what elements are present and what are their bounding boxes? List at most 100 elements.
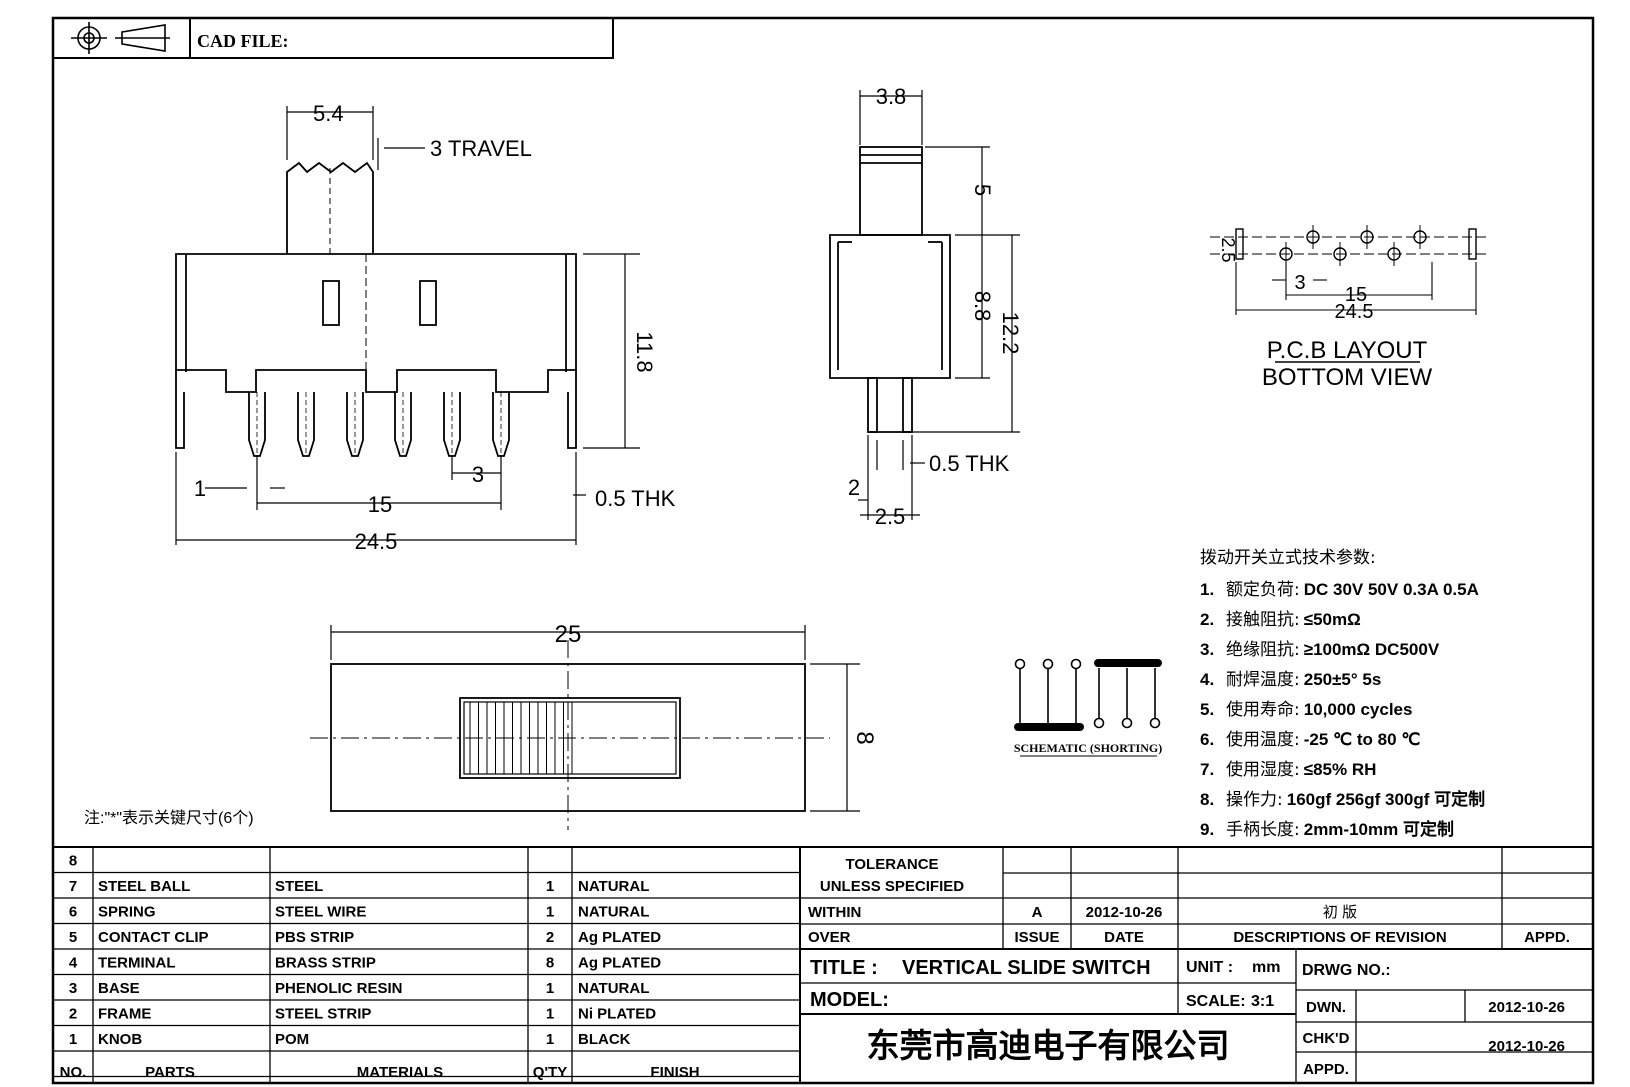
- bom-no: 7: [69, 878, 77, 895]
- terminal-pin: [394, 392, 412, 457]
- bom-header-parts: PARTS: [145, 1064, 195, 1081]
- spec-key: 接触阻抗:: [1226, 610, 1300, 630]
- spec-value: ≤50mΩ: [1303, 610, 1361, 629]
- svg-text:3.8: 3.8: [876, 84, 907, 109]
- spec-value: ≤85% RH: [1303, 760, 1377, 779]
- specs-heading: 拨动开关立式技术参数:: [1200, 548, 1376, 568]
- company-name: 东莞市高迪电子有限公司: [867, 1027, 1230, 1064]
- bom-no: 3: [69, 980, 77, 997]
- top-view: [310, 625, 860, 830]
- svg-text:15: 15: [1345, 284, 1367, 306]
- bom-part: KNOB: [98, 1031, 142, 1048]
- drwg-label: DRWG NO.:: [1302, 962, 1391, 979]
- svg-text:2.5: 2.5: [875, 504, 906, 529]
- spec-item: 3.绝缘阻抗:≥100mΩ DC500V: [1200, 635, 1600, 665]
- spec-item: 9. 手柄长度:2mm-10mm 可定制: [1200, 815, 1600, 845]
- pcb-layout-subtitle: BOTTOM VIEW: [1262, 364, 1433, 391]
- svg-text:2: 2: [848, 475, 860, 500]
- cad-file-label: CAD FILE:: [197, 31, 289, 51]
- schematic-label: SCHEMATIC (SHORTING): [1014, 741, 1162, 755]
- bom-header-qty: Q'TY: [533, 1064, 567, 1081]
- unless-label: UNLESS SPECIFIED: [820, 878, 964, 895]
- bom-qty: 1: [546, 1031, 554, 1048]
- within-label: WITHIN: [808, 904, 861, 921]
- bom-material: PHENOLIC RESIN: [275, 980, 403, 997]
- svg-text:3: 3: [472, 462, 484, 487]
- bom-qty: 1: [546, 878, 554, 895]
- bom-no: 4: [69, 955, 78, 972]
- unit-value: mm: [1252, 959, 1280, 976]
- bom-no: 1: [69, 1031, 77, 1048]
- spec-number: 5.: [1200, 700, 1215, 719]
- bom-part: SPRING: [98, 904, 156, 921]
- bom-no: 8: [69, 853, 77, 870]
- svg-text:5: 5: [970, 184, 995, 196]
- spec-key: 使用寿命:: [1226, 700, 1300, 720]
- spec-item: 5. 使用寿命:10,000 cycles: [1200, 695, 1600, 725]
- bom-finish: NATURAL: [578, 980, 649, 997]
- title-block: [799, 846, 1593, 1083]
- appd2-label: APPD.: [1303, 1061, 1349, 1078]
- spec-key: 手柄长度:: [1226, 820, 1300, 840]
- terminal-pin: [346, 392, 364, 457]
- desc-label: DESCRIPTIONS OF REVISION: [1233, 929, 1446, 946]
- side-dimension-labels: 3.8 5 8.8 12.2 2 0.5 THK 2.5: [848, 84, 1023, 529]
- issue-label: ISSUE: [1014, 929, 1059, 946]
- spec-number: 9.: [1200, 820, 1215, 839]
- spec-value: -25 ℃ to 80 ℃: [1303, 730, 1421, 749]
- bom-no: 2: [69, 1006, 77, 1023]
- bom-qty: 8: [546, 955, 554, 972]
- bom-material: PBS STRIP: [275, 929, 354, 946]
- spec-item: 2.接触阻抗:≤50mΩ: [1200, 605, 1600, 635]
- bom-header-materials: MATERIALS: [357, 1064, 443, 1081]
- svg-text:11.8: 11.8: [632, 331, 657, 372]
- bom-material: STEEL: [275, 878, 323, 895]
- spec-key: 操作力:: [1226, 790, 1283, 810]
- spec-item: 6. 使用温度:-25 ℃ to 80 ℃: [1200, 725, 1600, 755]
- top-dimension-labels: 25 8: [555, 621, 878, 745]
- bom-table: [53, 846, 800, 1083]
- bom-no: 6: [69, 904, 77, 921]
- pcb-layout-title: P.C.B LAYOUT: [1267, 337, 1428, 364]
- over-label: OVER: [808, 929, 851, 946]
- svg-text:24.5: 24.5: [1335, 301, 1374, 323]
- bom-qty: 1: [546, 1006, 554, 1023]
- spec-number: 3.: [1200, 640, 1215, 659]
- pcb-layout: [1210, 225, 1490, 363]
- cad-file-box: CAD FILE:: [52, 17, 614, 59]
- bom-finish: Ag PLATED: [578, 955, 661, 972]
- spec-value: 2mm-10mm 可定制: [1303, 820, 1454, 839]
- bom-qty: 1: [546, 980, 554, 997]
- svg-text:0.5 THK: 0.5 THK: [929, 451, 1010, 476]
- svg-text:3: 3: [1294, 272, 1305, 294]
- bom-material: POM: [275, 1031, 309, 1048]
- spec-key: 绝缘阻抗:: [1226, 640, 1300, 660]
- bom-material: STEEL STRIP: [275, 1006, 371, 1023]
- dwn-date: 2012-10-26: [1488, 999, 1565, 1016]
- spec-value: 10,000 cycles: [1303, 700, 1413, 719]
- appd-label: APPD.: [1524, 929, 1570, 946]
- svg-text:5.4: 5.4: [313, 101, 344, 126]
- bom-finish: NATURAL: [578, 878, 649, 895]
- model-label: MODEL:: [810, 989, 889, 1011]
- tolerance-label: TOLERANCE: [845, 856, 938, 873]
- side-view: [829, 90, 1020, 520]
- scale-value: 3:1: [1251, 993, 1274, 1010]
- spec-value: 250±5° 5s: [1303, 670, 1382, 689]
- bom-finish: Ag PLATED: [578, 929, 661, 946]
- title-block-text: TOLERANCE UNLESS SPECIFIED WITHIN OVER A…: [808, 856, 1570, 1078]
- title-value: VERTICAL SLIDE SWITCH: [902, 957, 1151, 979]
- svg-text:25: 25: [555, 621, 582, 648]
- bom-material: BRASS STRIP: [275, 955, 376, 972]
- bom-header-finish: FINISH: [650, 1064, 699, 1081]
- pcb-labels: 2.5 3 15 24.5 P.C.B LAYOUT BOTTOM VIEW: [1218, 237, 1432, 391]
- spec-number: 6.: [1200, 730, 1215, 749]
- spec-value: 160gf 256gf 300gf 可定制: [1286, 790, 1486, 809]
- spec-item: 7.使用湿度:≤85% RH: [1200, 755, 1600, 785]
- dwn-label: DWN.: [1306, 999, 1346, 1016]
- title-label: TITLE :: [810, 957, 878, 979]
- spec-key: 使用温度:: [1226, 730, 1300, 750]
